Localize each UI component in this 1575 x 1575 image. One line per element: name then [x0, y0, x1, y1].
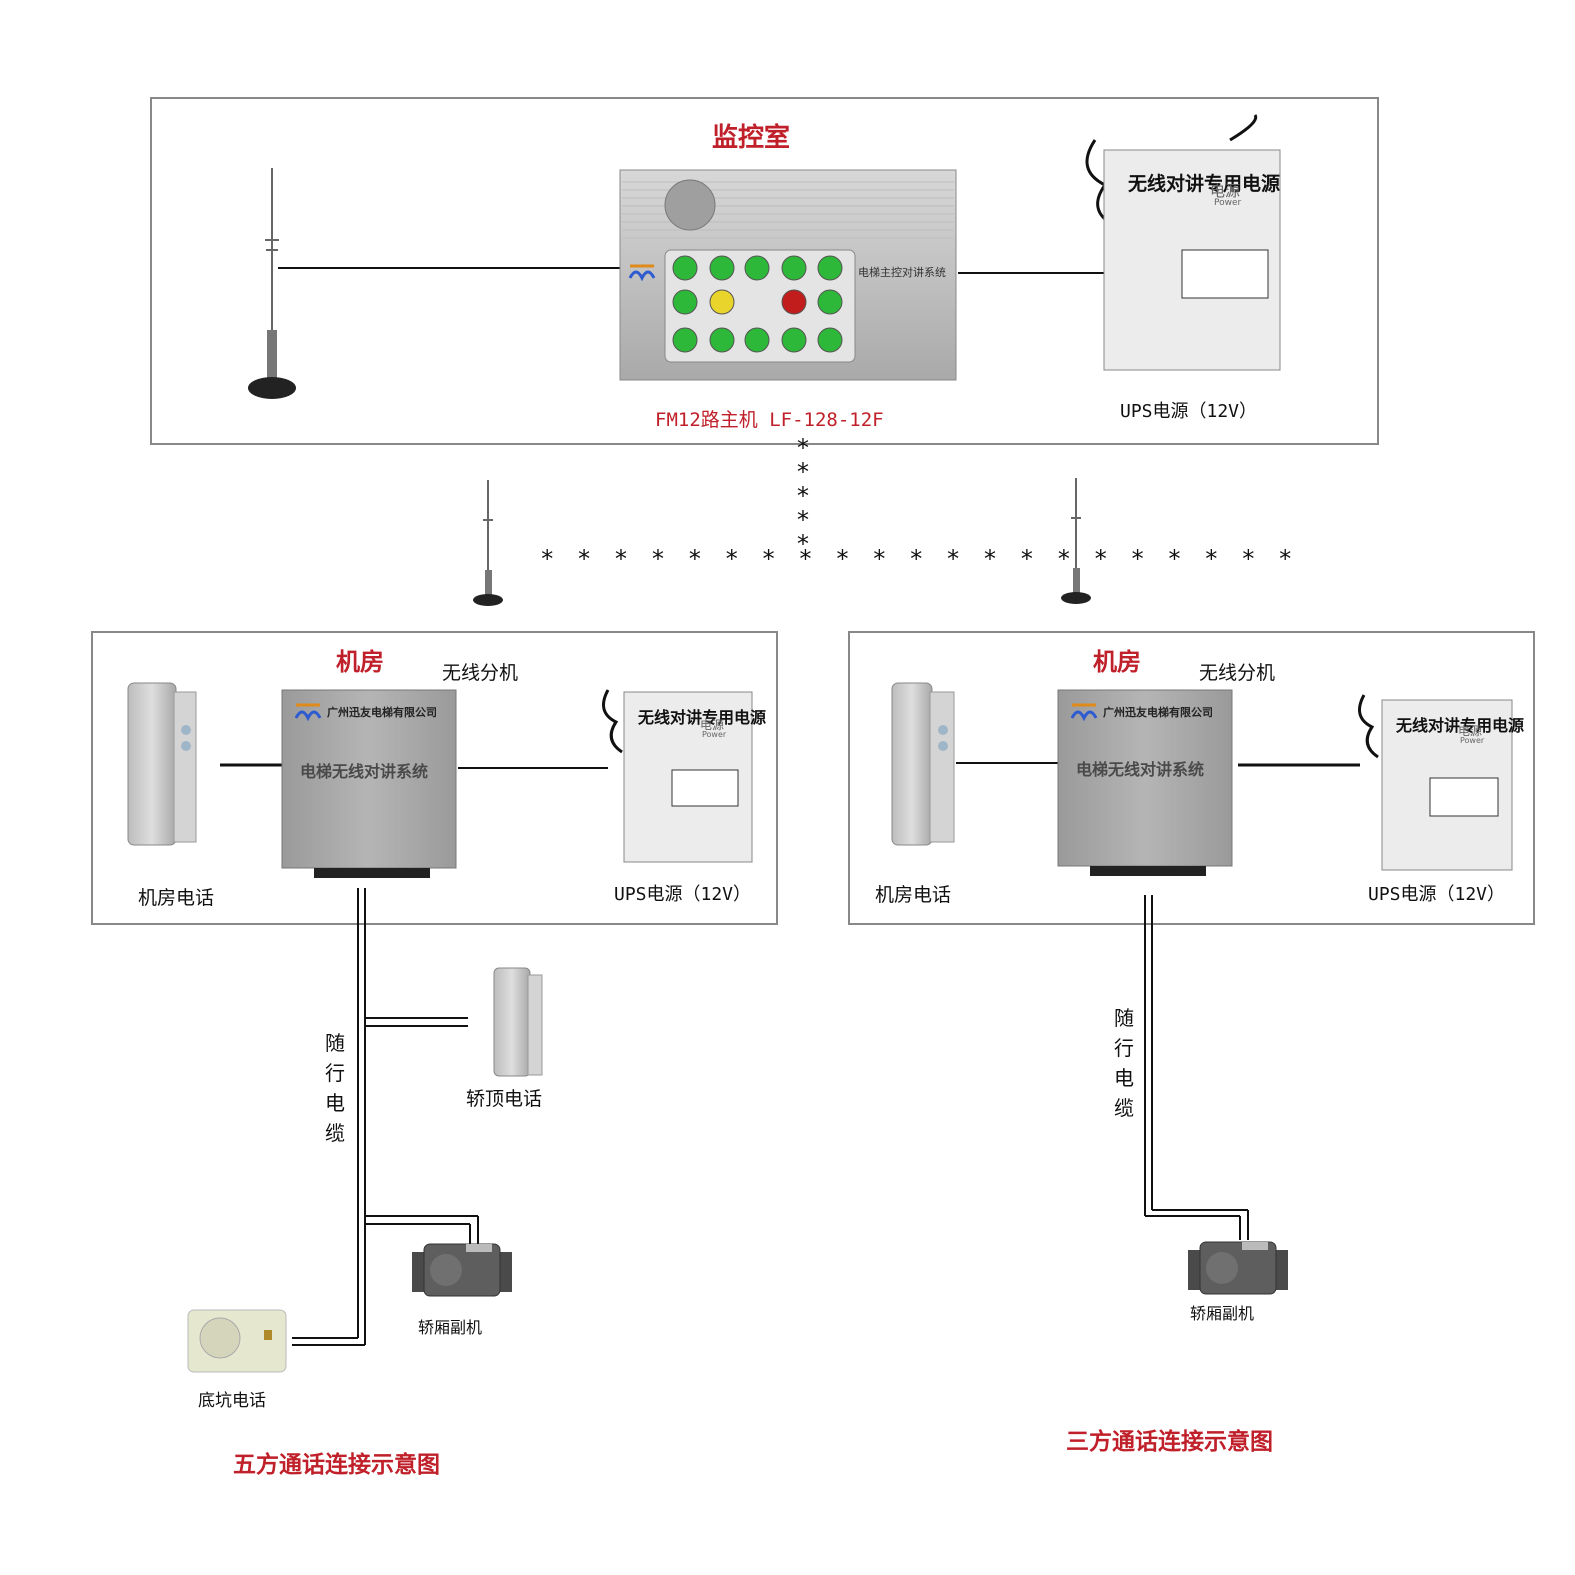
pit-phone	[187, 1309, 287, 1373]
car-sub-unit-left-caption: 轿厢副机	[418, 1318, 483, 1337]
ups-right-brand: 电源	[1458, 724, 1483, 738]
wireless-unit-left	[281, 689, 457, 878]
wireless-link-vertical: * * * * *	[795, 434, 811, 558]
car-sub-unit-right	[1188, 1241, 1288, 1295]
cable-label-left: 随 行 电 缆	[325, 1031, 345, 1145]
control-room-title: 监控室	[712, 123, 791, 153]
logo-icon	[628, 264, 656, 282]
unit-left-company: 广州迅友电梯有限公司	[327, 706, 437, 719]
wireless-unit-right-label: 无线分机	[1199, 662, 1276, 684]
car-sub-unit-left	[412, 1243, 512, 1297]
machine-room-phone-left	[127, 682, 197, 846]
ups-left-caption: UPS电源（12V）	[614, 884, 752, 905]
host-button	[817, 289, 843, 315]
machine-room-phone-left-caption: 机房电话	[138, 887, 215, 909]
ups-right-vertical-text: 无线对讲专用电源	[1396, 716, 1524, 735]
host-button	[672, 255, 698, 281]
traveling-cable-right	[1144, 895, 1249, 1240]
machine-room-right-frame	[848, 631, 1535, 925]
host-button	[817, 255, 843, 281]
footer-right: 三方通话连接示意图	[1066, 1429, 1273, 1455]
ups-left-brand: 电源	[700, 718, 725, 732]
machine-room-phone-right-caption: 机房电话	[875, 884, 952, 906]
control-room-frame	[150, 97, 1379, 445]
host-button	[781, 327, 807, 353]
logo-icon	[294, 703, 322, 722]
pit-phone-caption: 底坑电话	[198, 1391, 266, 1411]
unit-right-company: 广州迅友电梯有限公司	[1103, 706, 1213, 719]
antenna-icon	[248, 168, 296, 399]
wireless-unit-right	[1057, 689, 1233, 876]
ups-top-brand: 电源	[1210, 182, 1241, 200]
wireless-link-horizontal: * * * * * * * * * * * * * * * * * * * * …	[540, 545, 1297, 573]
host-button	[744, 255, 770, 281]
speaker-grille-icon	[664, 179, 716, 231]
ups-top-caption: UPS电源（12V）	[1120, 401, 1258, 422]
car-top-phone	[493, 967, 543, 1077]
cable-label-right: 随 行 电 缆	[1114, 1006, 1134, 1120]
car-top-phone-caption: 轿顶电话	[466, 1088, 543, 1110]
ups-unit-top	[1085, 114, 1281, 371]
antenna-icon	[1061, 478, 1091, 604]
car-sub-unit-right-caption: 轿厢副机	[1190, 1304, 1255, 1323]
logo-icon	[1070, 703, 1098, 722]
wireless-unit-left-label: 无线分机	[442, 662, 519, 684]
host-button-grid	[672, 255, 843, 353]
ups-left-vertical-text: 无线对讲专用电源	[638, 708, 766, 727]
footer-left: 五方通话连接示意图	[233, 1452, 440, 1478]
machine-room-phone-right	[891, 682, 955, 846]
traveling-cable-left	[292, 888, 479, 1346]
antenna-icon	[473, 480, 503, 606]
ups-right-caption: UPS电源（12V）	[1368, 884, 1506, 905]
machine-room-left-frame	[91, 631, 778, 925]
host-button	[781, 255, 807, 281]
host-button	[709, 289, 735, 315]
machine-room-right-title: 机房	[1093, 648, 1141, 676]
unit-left-system: 电梯无线对讲系统	[300, 762, 429, 781]
host-button	[781, 289, 807, 315]
ups-top-vertical-text: 无线对讲专用电源	[1128, 172, 1280, 196]
host-button	[744, 327, 770, 353]
host-button	[709, 255, 735, 281]
host-panel-label: 电梯主控对讲系统	[858, 266, 946, 279]
host-button	[817, 327, 843, 353]
host-caption: FM12路主机 LF-128-12F	[655, 409, 884, 431]
machine-room-left-title: 机房	[336, 648, 384, 676]
unit-right-system: 电梯无线对讲系统	[1076, 760, 1205, 779]
ups-unit-right	[1358, 694, 1513, 871]
ups-left-brand-en: Power	[702, 730, 727, 739]
ups-unit-left	[602, 689, 753, 863]
host-button	[672, 289, 698, 315]
ups-right-brand-en: Power	[1460, 736, 1485, 745]
host-button	[672, 327, 698, 353]
ups-top-brand-en: Power	[1214, 198, 1242, 208]
host-button	[709, 327, 735, 353]
